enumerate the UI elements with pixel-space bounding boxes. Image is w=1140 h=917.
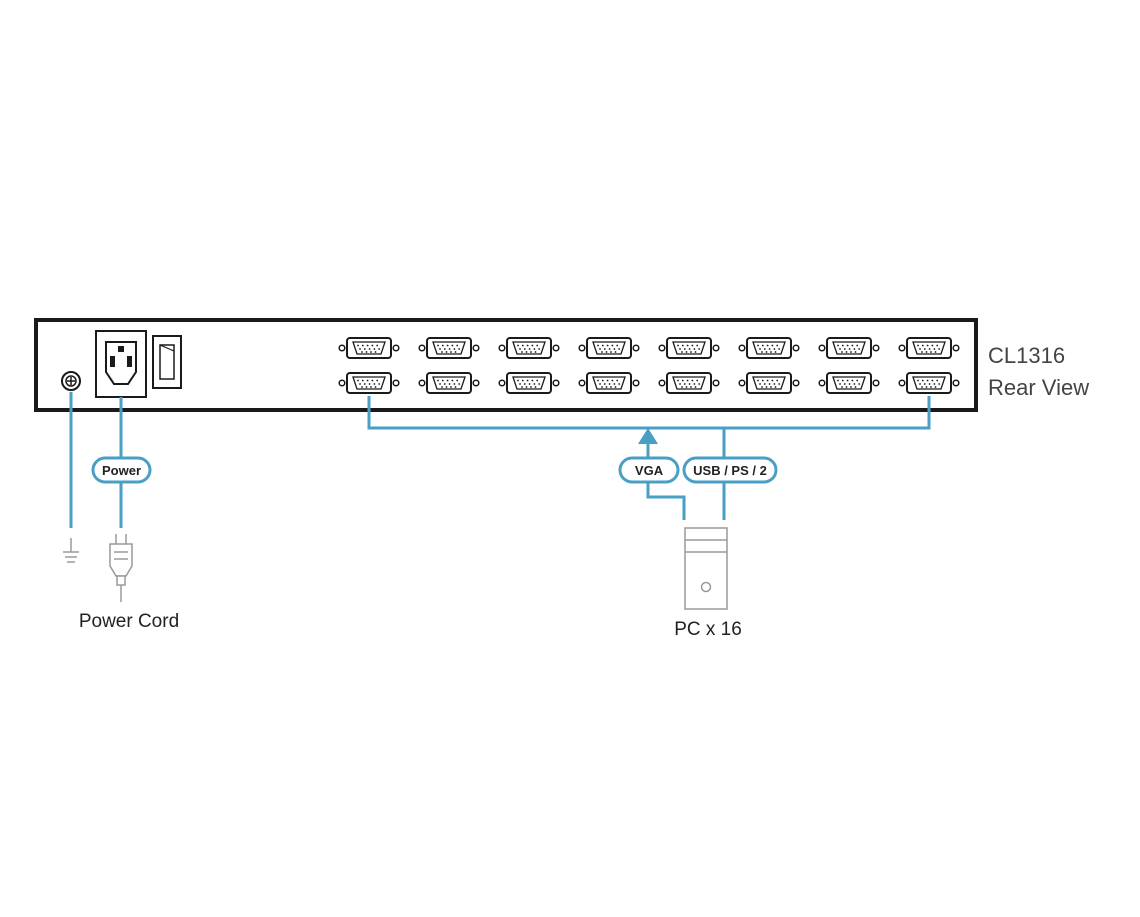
kvm-port <box>418 337 480 359</box>
pc-tower-icon <box>684 527 728 610</box>
model-label: CL1316 <box>988 343 1065 368</box>
kvm-port <box>898 372 960 394</box>
kvm-port <box>338 337 400 359</box>
kvm-port <box>578 337 640 359</box>
power-socket-icon <box>95 330 147 398</box>
vga-cable-lower <box>646 482 686 520</box>
ground-symbol-icon <box>63 538 79 563</box>
usb-ps2-label: USB / PS / 2 <box>693 463 767 478</box>
power-label: Power <box>102 463 141 478</box>
kvm-port <box>498 372 560 394</box>
kvm-port <box>338 372 400 394</box>
kvm-port-grid <box>338 337 960 394</box>
kvm-port <box>818 337 880 359</box>
kvm-port <box>818 372 880 394</box>
power-label-pill: Power <box>91 456 152 484</box>
usb-ps2-label-pill: USB / PS / 2 <box>682 456 778 484</box>
vga-label: VGA <box>635 463 664 478</box>
kvm-port <box>658 337 720 359</box>
kvm-port <box>418 372 480 394</box>
view-label: Rear View <box>988 375 1089 400</box>
arrow-up-icon <box>638 428 658 444</box>
kvm-port <box>738 337 800 359</box>
pc-bus-cable <box>367 396 931 430</box>
power-switch-icon <box>152 335 182 389</box>
ground-screw-icon <box>61 371 81 391</box>
power-plug-icon <box>109 534 133 602</box>
pc-label: PC x 16 <box>674 619 742 640</box>
kvm-chassis <box>34 318 978 412</box>
kvm-port <box>498 337 560 359</box>
vga-label-pill: VGA <box>618 456 680 484</box>
power-cord-label: Power Cord <box>79 611 179 632</box>
kvm-port <box>578 372 640 394</box>
kvm-port <box>658 372 720 394</box>
kvm-port <box>738 372 800 394</box>
kvm-port <box>898 337 960 359</box>
